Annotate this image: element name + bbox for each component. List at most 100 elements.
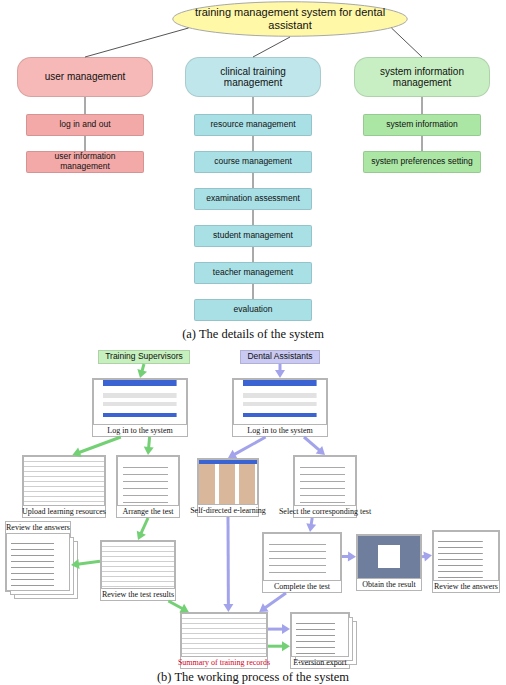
- box-label: course management: [214, 157, 292, 167]
- flow-arrow: [168, 601, 188, 613]
- function-box: system information: [363, 114, 481, 136]
- connector-line: [264, 593, 286, 608]
- screenshot-node: Log in to the system: [92, 378, 188, 437]
- screenshot-caption: Review the answers: [434, 581, 498, 592]
- ellipse-shape: [173, 2, 408, 37]
- tree-line: [253, 284, 254, 299]
- screenshot-caption: Complete the test: [274, 581, 330, 592]
- screenshot-node: Summary of training records: [180, 612, 268, 669]
- arrow-head: [423, 552, 432, 562]
- screenshot-image: [263, 533, 341, 581]
- arrow-head: [137, 531, 146, 540]
- flow-arrow: [304, 437, 325, 455]
- function-box: course management: [194, 151, 312, 173]
- function-box: log in and out: [26, 114, 144, 136]
- connector-line: [253, 210, 254, 225]
- connector-line: [149, 437, 150, 449]
- sub-caption: (a) The details of the system: [0, 327, 506, 341]
- box-label: system information: [386, 120, 457, 130]
- screenshot-node: Review the answers: [432, 530, 500, 593]
- function-box: examination assessment: [194, 188, 312, 210]
- function-box: evaluation: [194, 299, 312, 321]
- screenshot-caption: Arrange the test: [122, 506, 173, 517]
- connector-line: [253, 173, 254, 188]
- arrow-head: [223, 604, 233, 612]
- tree-line: [253, 37, 290, 57]
- connector-line: [391, 28, 422, 57]
- connector-line: [253, 136, 254, 151]
- role-box: Dental Assistants: [240, 350, 320, 364]
- tree-line: [253, 136, 254, 151]
- caption-row: Review the answers: [6, 522, 70, 533]
- flow-arrow: [275, 364, 285, 378]
- tree-line: [253, 173, 254, 188]
- screenshot-node: Obtain the result: [356, 534, 422, 591]
- screenshot-caption: Log in to the system: [107, 425, 172, 436]
- caption-row: Select the corresponding test: [294, 506, 356, 517]
- tree-line: [253, 210, 254, 225]
- caption-row: Complete the test: [263, 581, 341, 592]
- screenshot-caption: Select the corresponding test: [279, 506, 371, 517]
- arrow-head: [282, 641, 290, 651]
- screenshot-caption: Log in to the system: [247, 425, 312, 436]
- flow-arrow: [228, 437, 266, 458]
- flow-arrow: [306, 518, 316, 532]
- root-ellipse: training management system for dental as…: [172, 1, 408, 37]
- connector-line: [253, 97, 254, 114]
- role-box: Training Supervisors: [98, 350, 190, 364]
- screenshot-node: Review the test results: [100, 540, 176, 601]
- screenshot-caption: Obtain the result: [362, 579, 415, 590]
- caption-row: Summary of training records: [181, 657, 267, 668]
- box-label: Training Supervisors: [105, 352, 183, 362]
- screenshot-node: Log in to the system: [232, 378, 328, 437]
- connector-line: [311, 518, 312, 526]
- connector-line: [141, 518, 148, 534]
- tree-line: [422, 97, 423, 114]
- connector-line: [142, 364, 144, 372]
- tree-line: [85, 136, 86, 151]
- flow-arrow: [268, 641, 290, 651]
- connector-line: [234, 437, 266, 455]
- box-label: clinical training management: [190, 66, 316, 88]
- box-label: user information management: [31, 152, 139, 171]
- connector-line: [268, 645, 284, 648]
- connector-line: [253, 37, 290, 57]
- screenshot-image: [101, 541, 175, 589]
- box-label: log in and out: [59, 120, 110, 130]
- screenshot-image: [6, 533, 70, 591]
- arrow-head: [275, 370, 285, 378]
- tree-line: [85, 28, 189, 57]
- connector-line: [77, 561, 100, 564]
- screenshot-node: Self-directed e-learning: [197, 458, 259, 517]
- screenshot-image: [198, 459, 258, 505]
- caption-row: Obtain the result: [357, 579, 421, 590]
- screenshot-image: [181, 613, 267, 657]
- connector-line: [253, 284, 254, 299]
- box-label: student management: [213, 231, 293, 241]
- flow-arrow: [144, 437, 154, 455]
- caption-row: Log in to the system: [93, 425, 187, 436]
- box-label: teacher management: [213, 268, 293, 278]
- root-label: training management system for dental as…: [186, 6, 394, 31]
- connector-line: [422, 555, 426, 559]
- tree-line: [253, 247, 254, 262]
- screenshot-node: Complete the test: [262, 532, 342, 593]
- screenshot-caption: Review the test results: [102, 589, 174, 600]
- caption-row: Arrange the test: [117, 506, 179, 517]
- connector-line: [227, 517, 230, 606]
- tree-line: [253, 97, 254, 114]
- function-box: user information management: [26, 151, 144, 173]
- screenshot-image: [433, 531, 499, 581]
- screenshot-caption: Upload learning resources: [22, 506, 106, 517]
- screenshot-image: [291, 613, 349, 657]
- screenshot-node: Arrange the test: [116, 455, 180, 518]
- box-label: examination assessment: [206, 194, 300, 204]
- connector-line: [253, 247, 254, 262]
- caption-row: Review the test results: [101, 589, 175, 600]
- screenshot-node: E-version export: [290, 612, 350, 669]
- function-box: teacher management: [194, 262, 312, 284]
- connector-line: [342, 555, 350, 558]
- flow-arrow: [72, 437, 120, 457]
- screenshot-image: [357, 535, 421, 579]
- function-box: resource management: [194, 114, 312, 136]
